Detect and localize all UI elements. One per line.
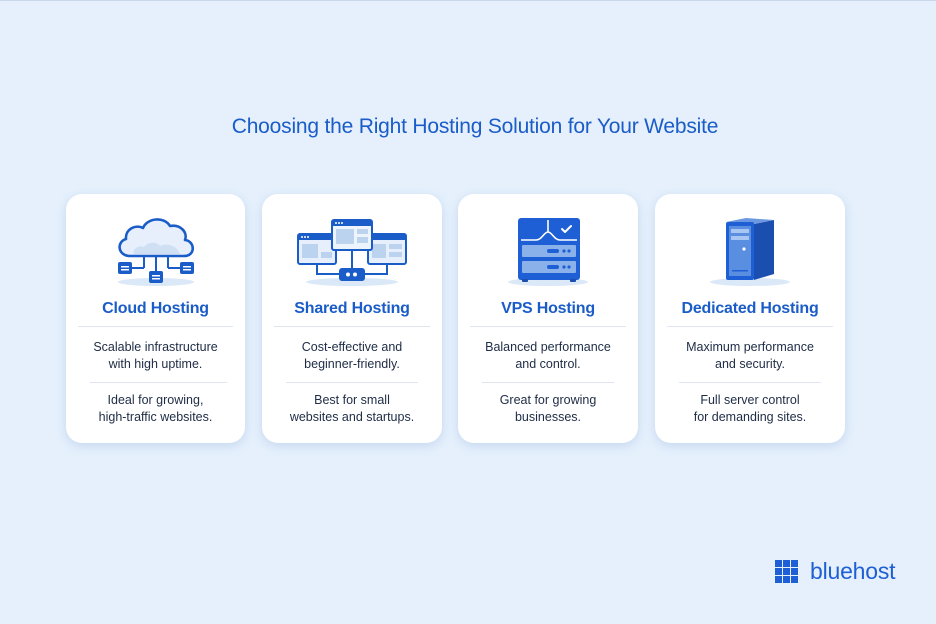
card-description-primary: Maximum performance and security. (686, 340, 814, 371)
divider (482, 382, 614, 383)
card-title: VPS Hosting (501, 300, 595, 317)
divider (274, 326, 430, 327)
card-description-primary: Scalable infrastructure with high uptime… (93, 340, 218, 371)
card-description-primary: Balanced performance and control. (485, 340, 611, 371)
card-description-secondary: Best for small websites and startups. (289, 393, 415, 424)
divider (78, 326, 233, 327)
card-title: Dedicated Hosting (681, 300, 819, 317)
card-description-secondary: Full server control for demanding sites. (693, 393, 807, 424)
card-description-primary: Cost-effective and beginner-friendly. (301, 340, 403, 371)
divider (286, 382, 418, 383)
card-description-secondary: Ideal for growing, high-traffic websites… (98, 393, 213, 424)
card-dedicated-hosting: Dedicated Hosting Maximum performance an… (655, 194, 845, 443)
card-shared-hosting: Shared Hosting Cost-effective and beginn… (262, 194, 442, 443)
shared-browser-windows-icon (262, 208, 442, 288)
divider (679, 382, 821, 383)
divider (90, 382, 227, 383)
brand-logo: bluehost (775, 558, 896, 585)
vps-server-rack-icon (458, 208, 638, 288)
card-description-secondary: Great for growing businesses. (499, 393, 597, 424)
brand-name: bluehost (810, 558, 896, 584)
divider (667, 326, 833, 327)
page-title: Choosing the Right Hosting Solution for … (231, 115, 719, 138)
divider (470, 326, 626, 327)
card-title: Shared Hosting (294, 300, 410, 317)
card-vps-hosting: VPS Hosting Balanced performance and con… (458, 194, 638, 443)
cloud-network-icon (66, 208, 245, 288)
card-cloud-hosting: Cloud Hosting Scalable infrastructure wi… (66, 194, 245, 443)
card-title: Cloud Hosting (102, 300, 209, 317)
grid-logo-icon (775, 560, 798, 583)
dedicated-server-tower-icon (655, 208, 845, 288)
